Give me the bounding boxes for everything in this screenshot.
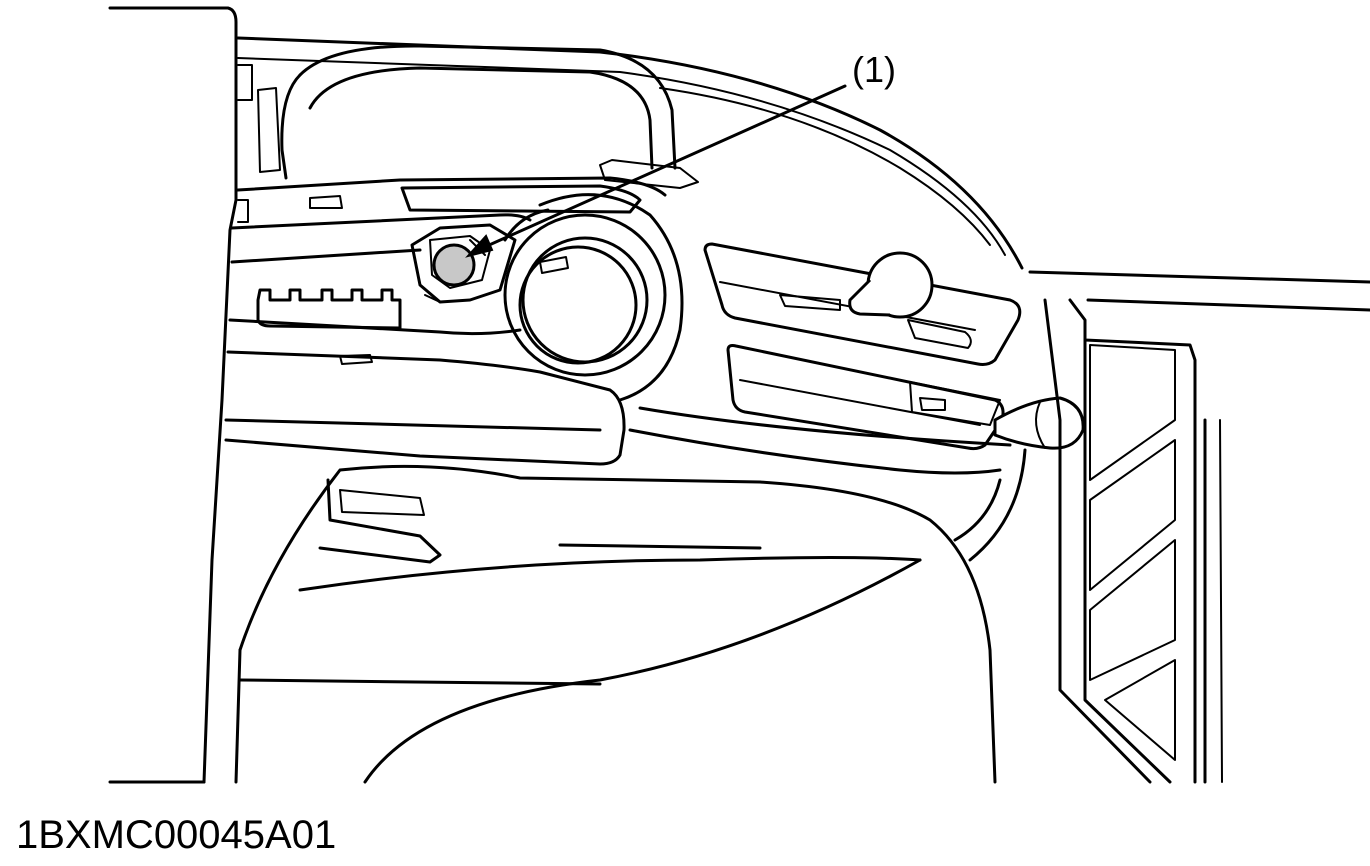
callout-label: (1) — [852, 49, 896, 90]
grip-handle — [280, 44, 699, 189]
left-panel — [108, 6, 238, 784]
lever-panel-lower — [726, 344, 1085, 451]
indicator-lamp — [410, 223, 517, 304]
figure-code: 1BXMC00045A01 — [16, 813, 337, 857]
frame-grid — [1028, 270, 1370, 784]
side-ribs — [237, 64, 281, 223]
lower-console — [234, 406, 1027, 784]
callout-arrow — [465, 84, 847, 258]
upper-frame — [236, 36, 1024, 270]
lever-panel-upper — [703, 242, 1022, 366]
arrow-icon — [476, 84, 847, 252]
switch-block — [256, 288, 402, 330]
console-body — [224, 176, 667, 466]
